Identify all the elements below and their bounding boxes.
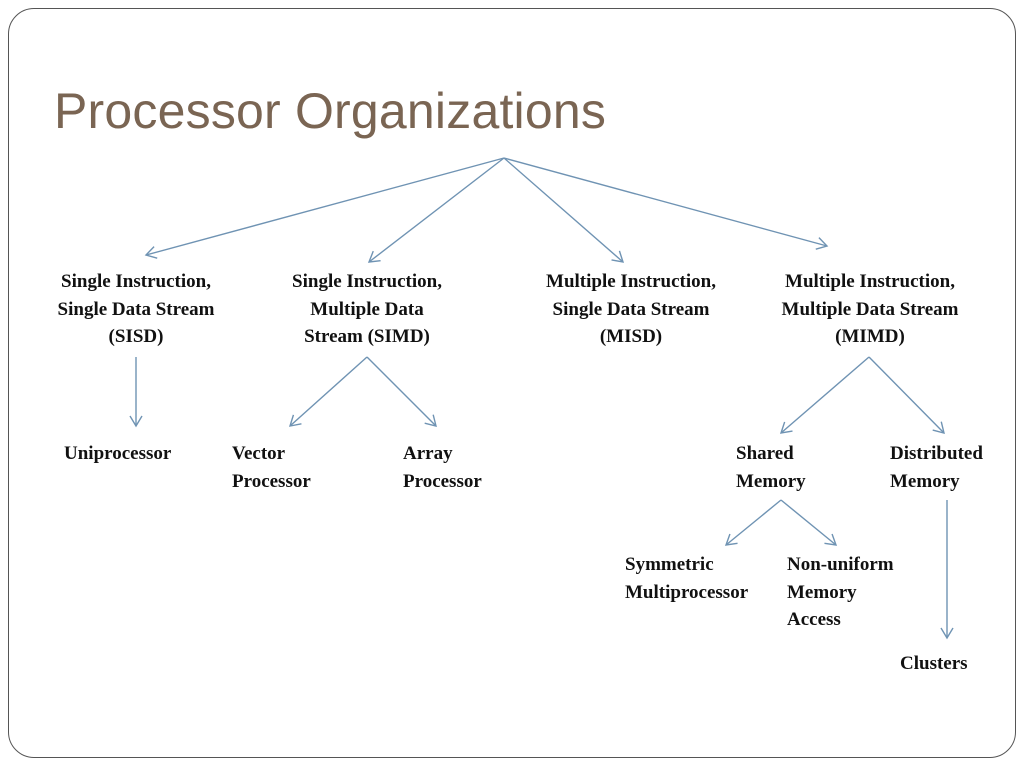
node-line: Multiple Instruction, bbox=[785, 271, 955, 292]
edge-root-misd bbox=[503, 157, 625, 263]
node-line: Array bbox=[403, 443, 453, 464]
edge-shared-symmetric bbox=[724, 499, 782, 546]
node-uniprocessor: Uniprocessor bbox=[64, 440, 171, 468]
node-mimd: Multiple Instruction, Multiple Data Stre… bbox=[758, 268, 982, 351]
node-clusters: Clusters bbox=[900, 650, 968, 678]
node-line: Single Data Stream bbox=[552, 298, 710, 320]
node-misd: Multiple Instruction, Single Data Stream… bbox=[520, 268, 742, 351]
node-line: Uniprocessor bbox=[64, 443, 172, 464]
node-line: Vector bbox=[232, 443, 286, 464]
node-line: Memory bbox=[890, 470, 960, 492]
node-line: Multiple Data bbox=[310, 298, 424, 320]
node-line: Memory bbox=[736, 470, 806, 492]
node-array-processor: Array Processor bbox=[403, 440, 482, 495]
node-shared-memory: Shared Memory bbox=[736, 440, 806, 495]
node-line: Single Instruction, bbox=[292, 271, 442, 292]
node-line: Multiple Data Stream bbox=[781, 298, 959, 320]
node-line: (MISD) bbox=[599, 326, 663, 347]
node-line: Multiple Instruction, bbox=[546, 271, 716, 292]
node-line: Clusters bbox=[900, 653, 968, 674]
edge-shared-numa bbox=[780, 499, 838, 546]
node-numa: Non-uniform Memory Access bbox=[787, 551, 894, 634]
node-line: Distributed bbox=[890, 443, 983, 464]
node-line: Memory bbox=[787, 581, 857, 603]
node-line: (MIMD) bbox=[835, 326, 905, 347]
edge-simd-vector bbox=[288, 356, 368, 427]
edge-simd-array bbox=[366, 356, 437, 427]
edge-mimd-distributed bbox=[868, 356, 945, 434]
node-line: Non-uniform bbox=[787, 554, 894, 575]
page-title: Processor Organizations bbox=[54, 83, 607, 139]
node-sisd: Single Instruction, Single Data Stream (… bbox=[36, 268, 236, 351]
node-distributed-memory: Distributed Memory bbox=[890, 440, 983, 495]
node-line: Symmetric bbox=[625, 554, 714, 575]
node-line: Single Instruction, bbox=[61, 271, 211, 292]
edge-root-simd bbox=[367, 157, 505, 263]
node-line: Access bbox=[787, 609, 841, 630]
node-line: (SISD) bbox=[108, 326, 164, 347]
node-symmetric-multiprocessor: Symmetric Multiprocessor bbox=[625, 551, 748, 606]
node-line: Processor bbox=[403, 470, 482, 492]
node-line: Stream (SIMD) bbox=[304, 326, 430, 347]
node-line: Multiprocessor bbox=[625, 581, 749, 603]
node-vector-processor: Vector Processor bbox=[232, 440, 311, 495]
node-line: Processor bbox=[232, 470, 311, 492]
node-line: Single Data Stream bbox=[57, 298, 215, 320]
edge-root-mimd bbox=[503, 157, 829, 250]
edge-root-sisd bbox=[144, 157, 505, 259]
edge-mimd-shared bbox=[779, 356, 870, 434]
slide-frame bbox=[8, 8, 1016, 758]
node-simd: Single Instruction, Multiple Data Stream… bbox=[267, 268, 467, 351]
node-line: Shared bbox=[736, 443, 794, 464]
